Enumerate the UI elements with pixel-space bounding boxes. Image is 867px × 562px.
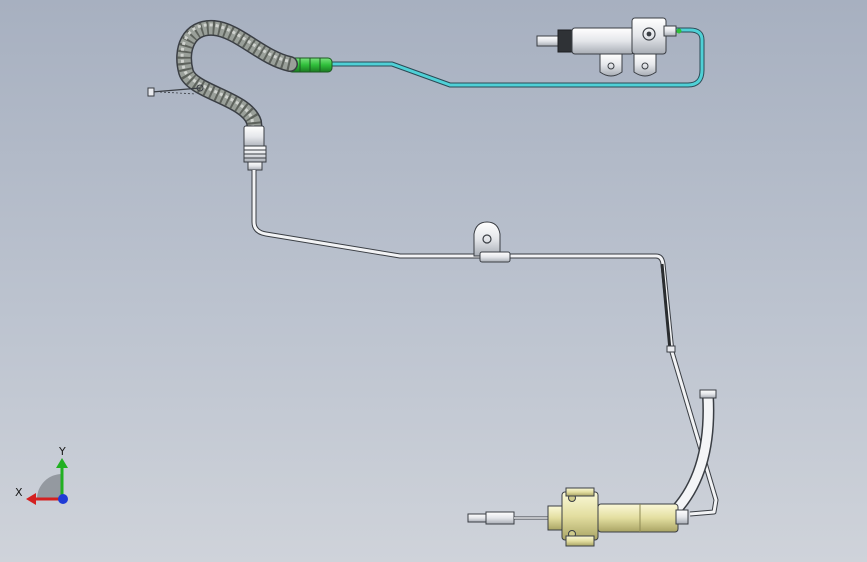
y-axis-arrowhead: [56, 458, 68, 468]
flex-segment: [660, 263, 676, 353]
quick-connector-green: [287, 57, 333, 73]
hose-crimp-fitting: [243, 125, 267, 171]
y-axis-label: Y: [58, 445, 66, 458]
steel-pipe: [251, 170, 719, 517]
master-cylinder: [536, 17, 682, 77]
bleeder-tube: [670, 389, 717, 516]
hydraulic-line-blue: [330, 27, 705, 88]
pipe-bracket: [473, 221, 511, 263]
slave-cylinder: [467, 487, 689, 547]
triad-plane-indicator: [37, 474, 62, 499]
coordinate-triad: Y X: [15, 445, 68, 505]
x-axis-arrowhead: [26, 493, 36, 505]
z-axis-dot: [58, 494, 68, 504]
retaining-clip: [147, 84, 204, 97]
x-axis-label: X: [15, 486, 23, 499]
flexible-hose-with-sleeve: [176, 19, 298, 148]
